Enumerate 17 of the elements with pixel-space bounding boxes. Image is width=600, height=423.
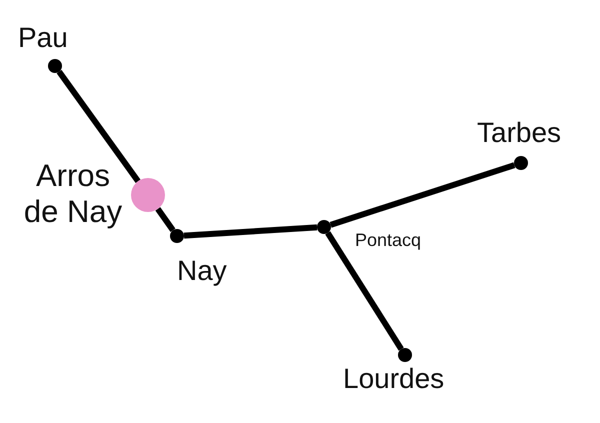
place-label: Nay — [177, 255, 227, 288]
place-label: Lourdes — [343, 363, 444, 396]
route-line — [325, 231, 404, 351]
stop-dot — [398, 348, 412, 362]
route-line — [155, 207, 176, 232]
place-label: Tarbes — [477, 117, 562, 150]
place-label: Pontacq — [355, 230, 422, 251]
stop-dot — [170, 229, 184, 243]
highlighted-stop-dot — [131, 178, 165, 212]
stop-dot — [317, 220, 331, 234]
place-label: Pau — [18, 22, 68, 54]
route-line — [56, 70, 140, 183]
route-line — [184, 224, 318, 239]
route-line — [330, 162, 516, 228]
stop-dot — [48, 59, 62, 73]
place-label: Arros de Nay — [22, 158, 124, 230]
stop-dot — [514, 156, 528, 170]
